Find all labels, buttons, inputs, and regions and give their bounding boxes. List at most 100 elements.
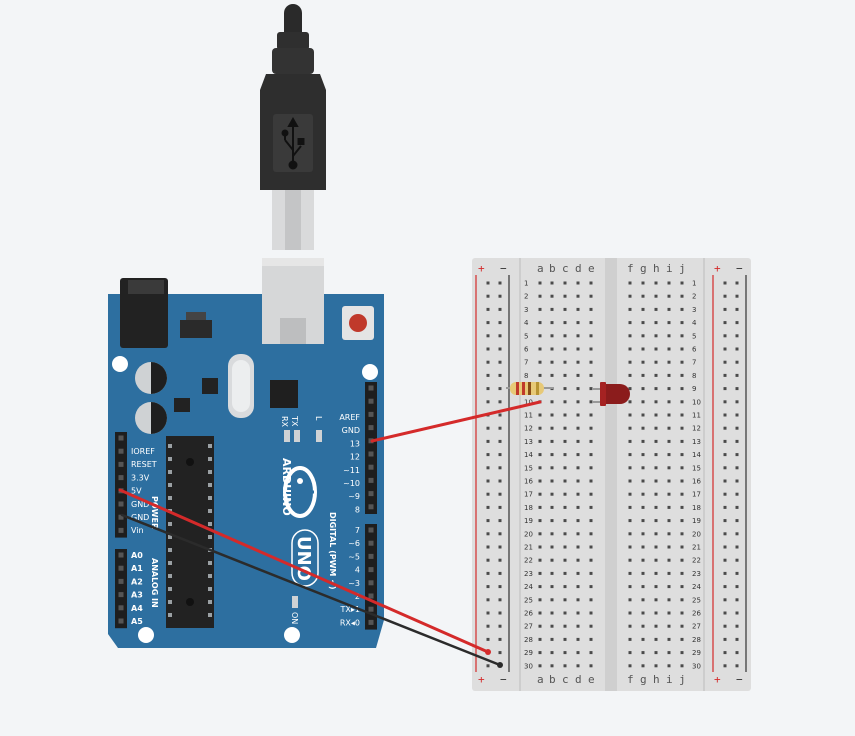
breadboard-hole[interactable]	[628, 373, 632, 377]
breadboard-hole[interactable]	[498, 505, 502, 509]
breadboard-hole[interactable]	[735, 532, 739, 536]
header-pin-digital[interactable]	[368, 593, 374, 599]
breadboard-hole[interactable]	[550, 492, 554, 496]
breadboard-hole[interactable]	[654, 558, 658, 562]
header-pin-digital[interactable]	[368, 385, 374, 391]
breadboard-hole[interactable]	[563, 321, 567, 325]
breadboard-hole[interactable]	[486, 637, 490, 641]
breadboard-hole[interactable]	[538, 492, 542, 496]
breadboard-hole[interactable]	[654, 624, 658, 628]
breadboard-hole[interactable]	[589, 347, 593, 351]
breadboard-hole[interactable]	[641, 387, 645, 391]
breadboard-hole[interactable]	[576, 466, 580, 470]
breadboard-hole[interactable]	[723, 651, 727, 655]
breadboard-hole[interactable]	[680, 637, 684, 641]
breadboard-hole[interactable]	[550, 505, 554, 509]
breadboard-hole[interactable]	[667, 664, 671, 668]
header-pin-analog[interactable]	[118, 565, 124, 571]
breadboard-hole[interactable]	[735, 664, 739, 668]
breadboard-hole[interactable]	[735, 624, 739, 628]
breadboard-hole[interactable]	[589, 532, 593, 536]
breadboard-hole[interactable]	[680, 492, 684, 496]
breadboard-hole[interactable]	[628, 545, 632, 549]
breadboard-hole[interactable]	[667, 585, 671, 589]
header-pin-digital[interactable]	[368, 491, 374, 497]
breadboard-hole[interactable]	[628, 413, 632, 417]
breadboard-hole[interactable]	[550, 479, 554, 483]
breadboard-hole[interactable]	[589, 651, 593, 655]
breadboard-hole[interactable]	[563, 334, 567, 338]
breadboard-hole[interactable]	[628, 585, 632, 589]
breadboard-hole[interactable]	[667, 426, 671, 430]
breadboard-hole[interactable]	[641, 321, 645, 325]
breadboard-hole[interactable]	[667, 624, 671, 628]
breadboard-hole[interactable]	[641, 281, 645, 285]
breadboard-hole[interactable]	[723, 532, 727, 536]
breadboard-hole[interactable]	[654, 426, 658, 430]
breadboard-hole[interactable]	[486, 466, 490, 470]
breadboard-hole[interactable]	[723, 545, 727, 549]
breadboard-hole[interactable]	[667, 519, 671, 523]
breadboard-hole[interactable]	[628, 637, 632, 641]
breadboard-hole[interactable]	[723, 294, 727, 298]
breadboard-hole[interactable]	[723, 466, 727, 470]
breadboard-hole[interactable]	[641, 373, 645, 377]
breadboard-hole[interactable]	[641, 426, 645, 430]
breadboard-hole[interactable]	[723, 413, 727, 417]
breadboard-hole[interactable]	[628, 519, 632, 523]
breadboard-hole[interactable]	[589, 321, 593, 325]
breadboard-hole[interactable]	[563, 611, 567, 615]
breadboard-hole[interactable]	[589, 505, 593, 509]
breadboard-hole[interactable]	[486, 294, 490, 298]
breadboard-hole[interactable]	[641, 453, 645, 457]
header-pin-digital[interactable]	[368, 527, 374, 533]
breadboard-hole[interactable]	[498, 413, 502, 417]
breadboard-hole[interactable]	[486, 611, 490, 615]
wire-pin13-to-row10[interactable]	[370, 400, 542, 443]
breadboard-hole[interactable]	[735, 373, 739, 377]
breadboard-hole[interactable]	[486, 360, 490, 364]
breadboard-hole[interactable]	[723, 321, 727, 325]
breadboard-hole[interactable]	[654, 585, 658, 589]
breadboard-hole[interactable]	[576, 611, 580, 615]
breadboard-hole[interactable]	[538, 373, 542, 377]
breadboard-hole[interactable]	[550, 466, 554, 470]
breadboard-hole[interactable]	[563, 413, 567, 417]
breadboard-hole[interactable]	[680, 453, 684, 457]
breadboard-hole[interactable]	[576, 519, 580, 523]
breadboard-hole[interactable]	[563, 400, 567, 404]
breadboard-hole[interactable]	[723, 360, 727, 364]
breadboard-hole[interactable]	[576, 492, 580, 496]
breadboard-hole[interactable]	[563, 387, 567, 391]
breadboard-hole[interactable]	[576, 334, 580, 338]
breadboard-hole[interactable]	[538, 413, 542, 417]
breadboard-hole[interactable]	[589, 585, 593, 589]
breadboard-hole[interactable]	[628, 532, 632, 536]
breadboard-hole[interactable]	[486, 492, 490, 496]
breadboard-hole[interactable]	[589, 558, 593, 562]
breadboard-hole[interactable]	[538, 426, 542, 430]
breadboard-hole[interactable]	[589, 439, 593, 443]
breadboard-hole[interactable]	[538, 651, 542, 655]
breadboard-hole[interactable]	[680, 307, 684, 311]
breadboard-hole[interactable]	[735, 466, 739, 470]
breadboard-hole[interactable]	[550, 624, 554, 628]
breadboard-hole[interactable]	[486, 373, 490, 377]
breadboard-hole[interactable]	[667, 307, 671, 311]
breadboard-hole[interactable]	[538, 505, 542, 509]
breadboard-hole[interactable]	[641, 334, 645, 338]
breadboard-hole[interactable]	[498, 426, 502, 430]
header-pin-digital[interactable]	[368, 451, 374, 457]
breadboard-hole[interactable]	[680, 558, 684, 562]
breadboard-hole[interactable]	[667, 505, 671, 509]
breadboard-hole[interactable]	[576, 479, 580, 483]
breadboard-hole[interactable]	[563, 281, 567, 285]
breadboard-hole[interactable]	[667, 360, 671, 364]
breadboard-hole[interactable]	[735, 439, 739, 443]
breadboard-hole[interactable]	[576, 439, 580, 443]
breadboard-hole[interactable]	[667, 545, 671, 549]
breadboard-hole[interactable]	[498, 624, 502, 628]
breadboard-hole[interactable]	[680, 519, 684, 523]
breadboard-hole[interactable]	[628, 439, 632, 443]
breadboard-hole[interactable]	[641, 479, 645, 483]
